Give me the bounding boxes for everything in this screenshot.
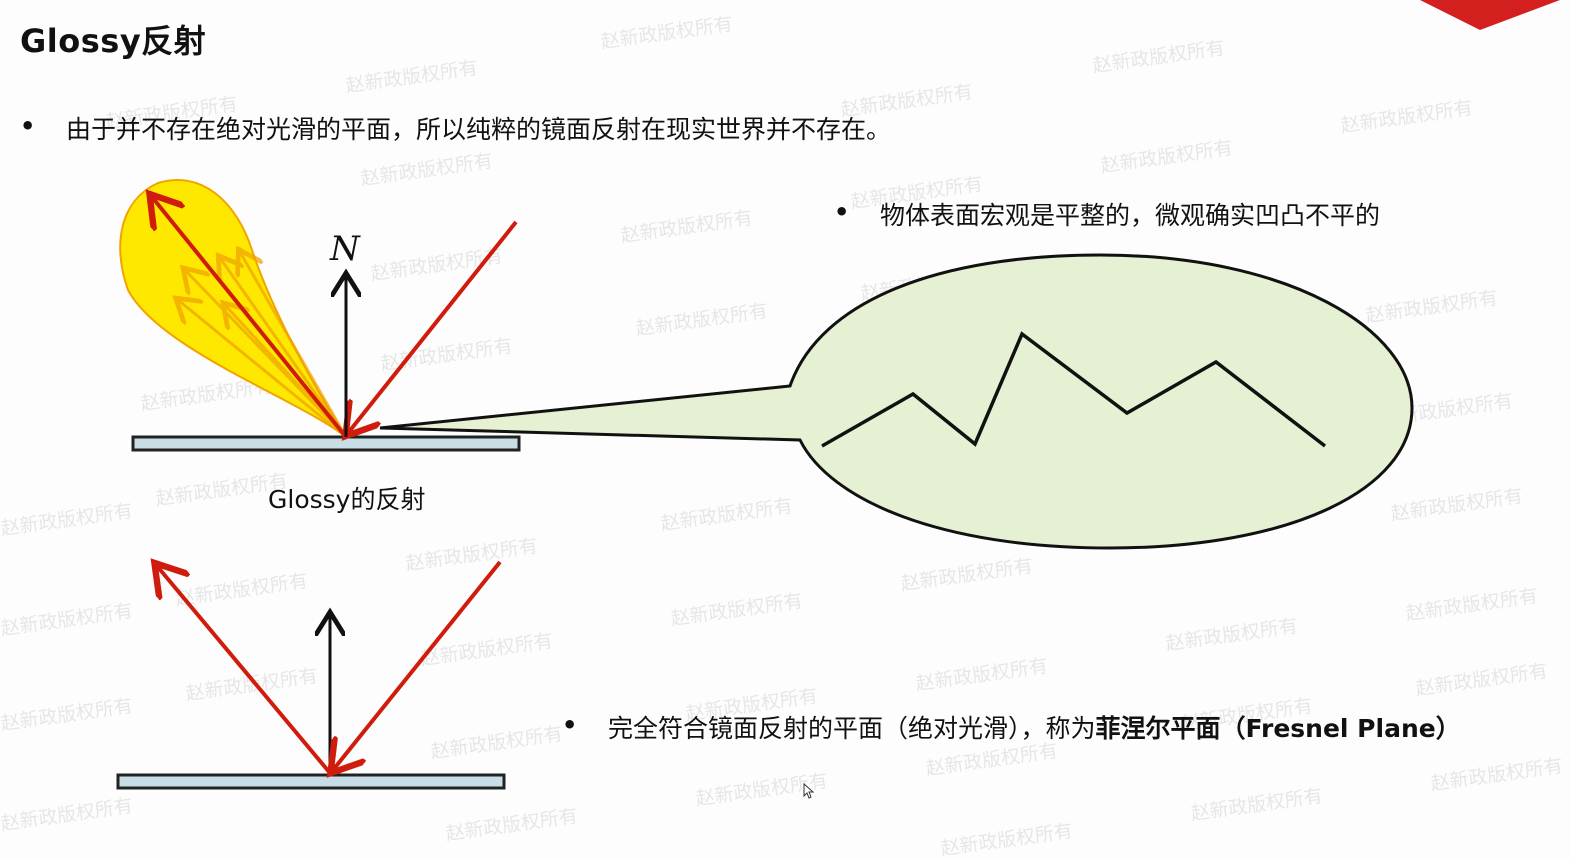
specular-surface	[116, 773, 506, 790]
bullet-text-1: 由于并不存在绝对光滑的平面，所以纯粹的镜面反射在现实世界并不存在。	[66, 115, 892, 144]
fresnel-plane-term: 菲涅尔平面（Fresnel Plane）	[1095, 714, 1461, 743]
glossy-incident-ray	[348, 220, 518, 433]
bullet-text-2: 物体表面宏观是平整的，微观确实凹凸不平的	[880, 201, 1381, 230]
magnified-bubble	[379, 253, 1414, 550]
micro-surface-profile	[821, 331, 1327, 448]
specular-reflected-ray	[157, 566, 332, 775]
glossy-reflected-ray	[152, 197, 348, 439]
normal-label: N	[329, 229, 361, 269]
glossy-caption: Glossy的反射	[268, 485, 426, 514]
glossy-surface	[131, 435, 521, 452]
bullet-marker: •	[562, 711, 578, 739]
corner-decoration	[1420, 0, 1560, 30]
slide-title: Glossy反射	[20, 22, 207, 60]
specular-incident-ray	[333, 560, 502, 770]
bullet-marker: •	[20, 112, 36, 140]
bullet-marker: •	[834, 198, 850, 226]
scattered-rays	[178, 252, 348, 439]
bullet-text-3-prefix: 完全符合镜面反射的平面（绝对光滑），称为	[608, 714, 1096, 743]
bullet-text-3: 完全符合镜面反射的平面（绝对光滑），称为菲涅尔平面（Fresnel Plane）	[608, 709, 1461, 745]
mouse-cursor-icon	[803, 783, 815, 799]
